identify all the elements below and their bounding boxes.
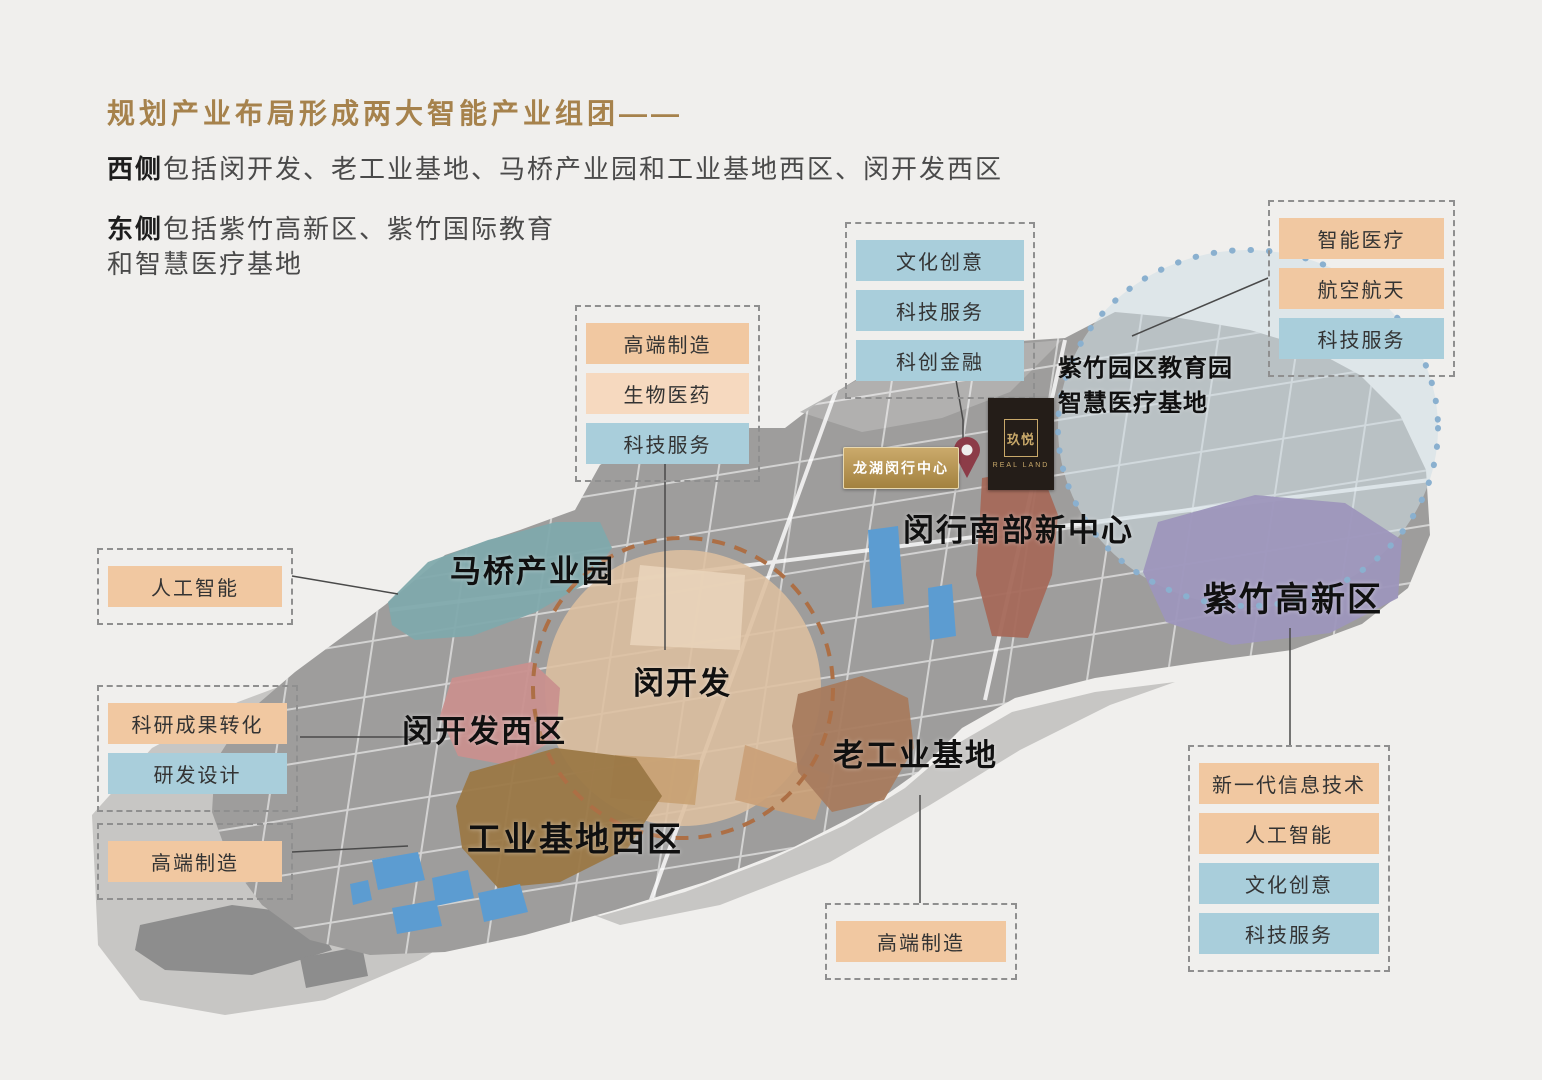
industry-tag: 航空航天 (1279, 268, 1444, 309)
region-old-industrial-base (792, 676, 914, 812)
industry-tag: 科技服务 (586, 423, 749, 464)
dark-patch (300, 946, 368, 988)
longfor-logo-text: 龙湖闵行中心 (853, 460, 949, 476)
industry-tag: 文化创意 (1199, 863, 1379, 904)
tag-group-maqiao: 人工智能 (97, 548, 293, 625)
region-label-maqiao: 马桥产业园 (450, 554, 615, 589)
region-maqiao-industrial-park (388, 522, 612, 640)
tag-group-zizhu: 新一代信息技术 人工智能 文化创意 科技服务 (1188, 745, 1390, 972)
region-label-south-center: 闵行南部新中心 (903, 513, 1134, 548)
industry-tag: 高端制造 (586, 323, 749, 364)
industry-tag: 科技服务 (1199, 913, 1379, 954)
east-text-line2: 和智慧医疗基地 (107, 249, 304, 280)
region-industrial-base-west (456, 748, 662, 888)
region-minkaifa-extension (735, 745, 830, 820)
real-land-emblem-icon: 玖悦 (1004, 419, 1038, 457)
water-patches (350, 526, 956, 934)
industry-tag: 高端制造 (108, 841, 282, 882)
education-zone-dotted-outline (1055, 247, 1441, 609)
industry-tag: 高端制造 (836, 921, 1006, 962)
tag-group-south-center: 文化创意 科技服务 科创金融 (845, 222, 1035, 399)
east-description: 东侧包括紫竹高新区、紫竹国际教育 和智慧医疗基地 (107, 212, 555, 282)
industry-tag: 生物医药 (586, 373, 749, 414)
tag-group-west-left: 科研成果转化 研发设计 (97, 685, 298, 812)
tag-group-bottom-center: 高端制造 (825, 903, 1017, 980)
region-label-zizhu: 紫竹高新区 (1203, 581, 1383, 619)
west-text: 包括闵开发、老工业基地、马桥产业园和工业基地西区、闵开发西区 (163, 154, 1004, 184)
longfor-minhang-center-logo: 龙湖闵行中心 (843, 447, 959, 489)
west-label: 西侧 (107, 154, 164, 184)
industry-tag: 研发设计 (108, 753, 287, 794)
east-text: 包括紫竹高新区、紫竹国际教育 (163, 214, 556, 244)
region-minkaifa-sub-light (630, 565, 745, 650)
industry-tag: 文化创意 (856, 240, 1024, 281)
industry-tag: 智能医疗 (1279, 218, 1444, 259)
industry-tag: 科研成果转化 (108, 703, 287, 744)
page-title: 规划产业布局形成两大智能产业组团—— (107, 98, 684, 129)
education-park-line2: 智慧医疗基地 (1058, 389, 1208, 417)
industry-tag: 新一代信息技术 (1199, 763, 1379, 804)
region-zizhu-hitech (1143, 495, 1402, 645)
tag-group-bottom-left: 高端制造 (97, 823, 293, 900)
dark-patch (135, 905, 332, 975)
region-label-education-medical: 紫竹园区教育园 智慧医疗基地 (1058, 352, 1233, 422)
real-land-logo: 玖悦 REAL LAND (988, 398, 1054, 490)
industry-tag: 人工智能 (1199, 813, 1379, 854)
west-description: 西侧包括闵开发、老工业基地、马桥产业园和工业基地西区、闵开发西区 (107, 152, 1003, 187)
location-pin-icon (954, 437, 980, 478)
real-land-cn: 玖悦 (1006, 431, 1035, 447)
industry-tag: 科创金融 (856, 340, 1024, 381)
connector-lines (291, 277, 1291, 903)
tag-group-top-right: 智能医疗 航空航天 科技服务 (1268, 200, 1455, 377)
region-label-minkaifa-west: 闵开发西区 (402, 714, 567, 749)
east-label: 东侧 (107, 214, 164, 244)
industry-tag: 科技服务 (1279, 318, 1444, 359)
real-land-en: REAL LAND (992, 462, 1050, 469)
education-park-line1: 紫竹园区教育园 (1058, 355, 1233, 382)
region-south-new-center (976, 468, 1058, 638)
region-label-industrial-west: 工业基地西区 (467, 821, 683, 859)
region-label-old-industrial: 老工业基地 (833, 738, 998, 773)
minkaifa-dashed-outline (531, 536, 835, 840)
tag-group-minkaifa: 高端制造 生物医药 科技服务 (575, 305, 760, 482)
industry-tag: 科技服务 (856, 290, 1024, 331)
outskirts-fringe (540, 682, 1175, 925)
industry-tag: 人工智能 (108, 566, 282, 607)
region-label-minkaifa: 闵开发 (633, 666, 732, 701)
region-minkaifa-west (440, 662, 560, 766)
